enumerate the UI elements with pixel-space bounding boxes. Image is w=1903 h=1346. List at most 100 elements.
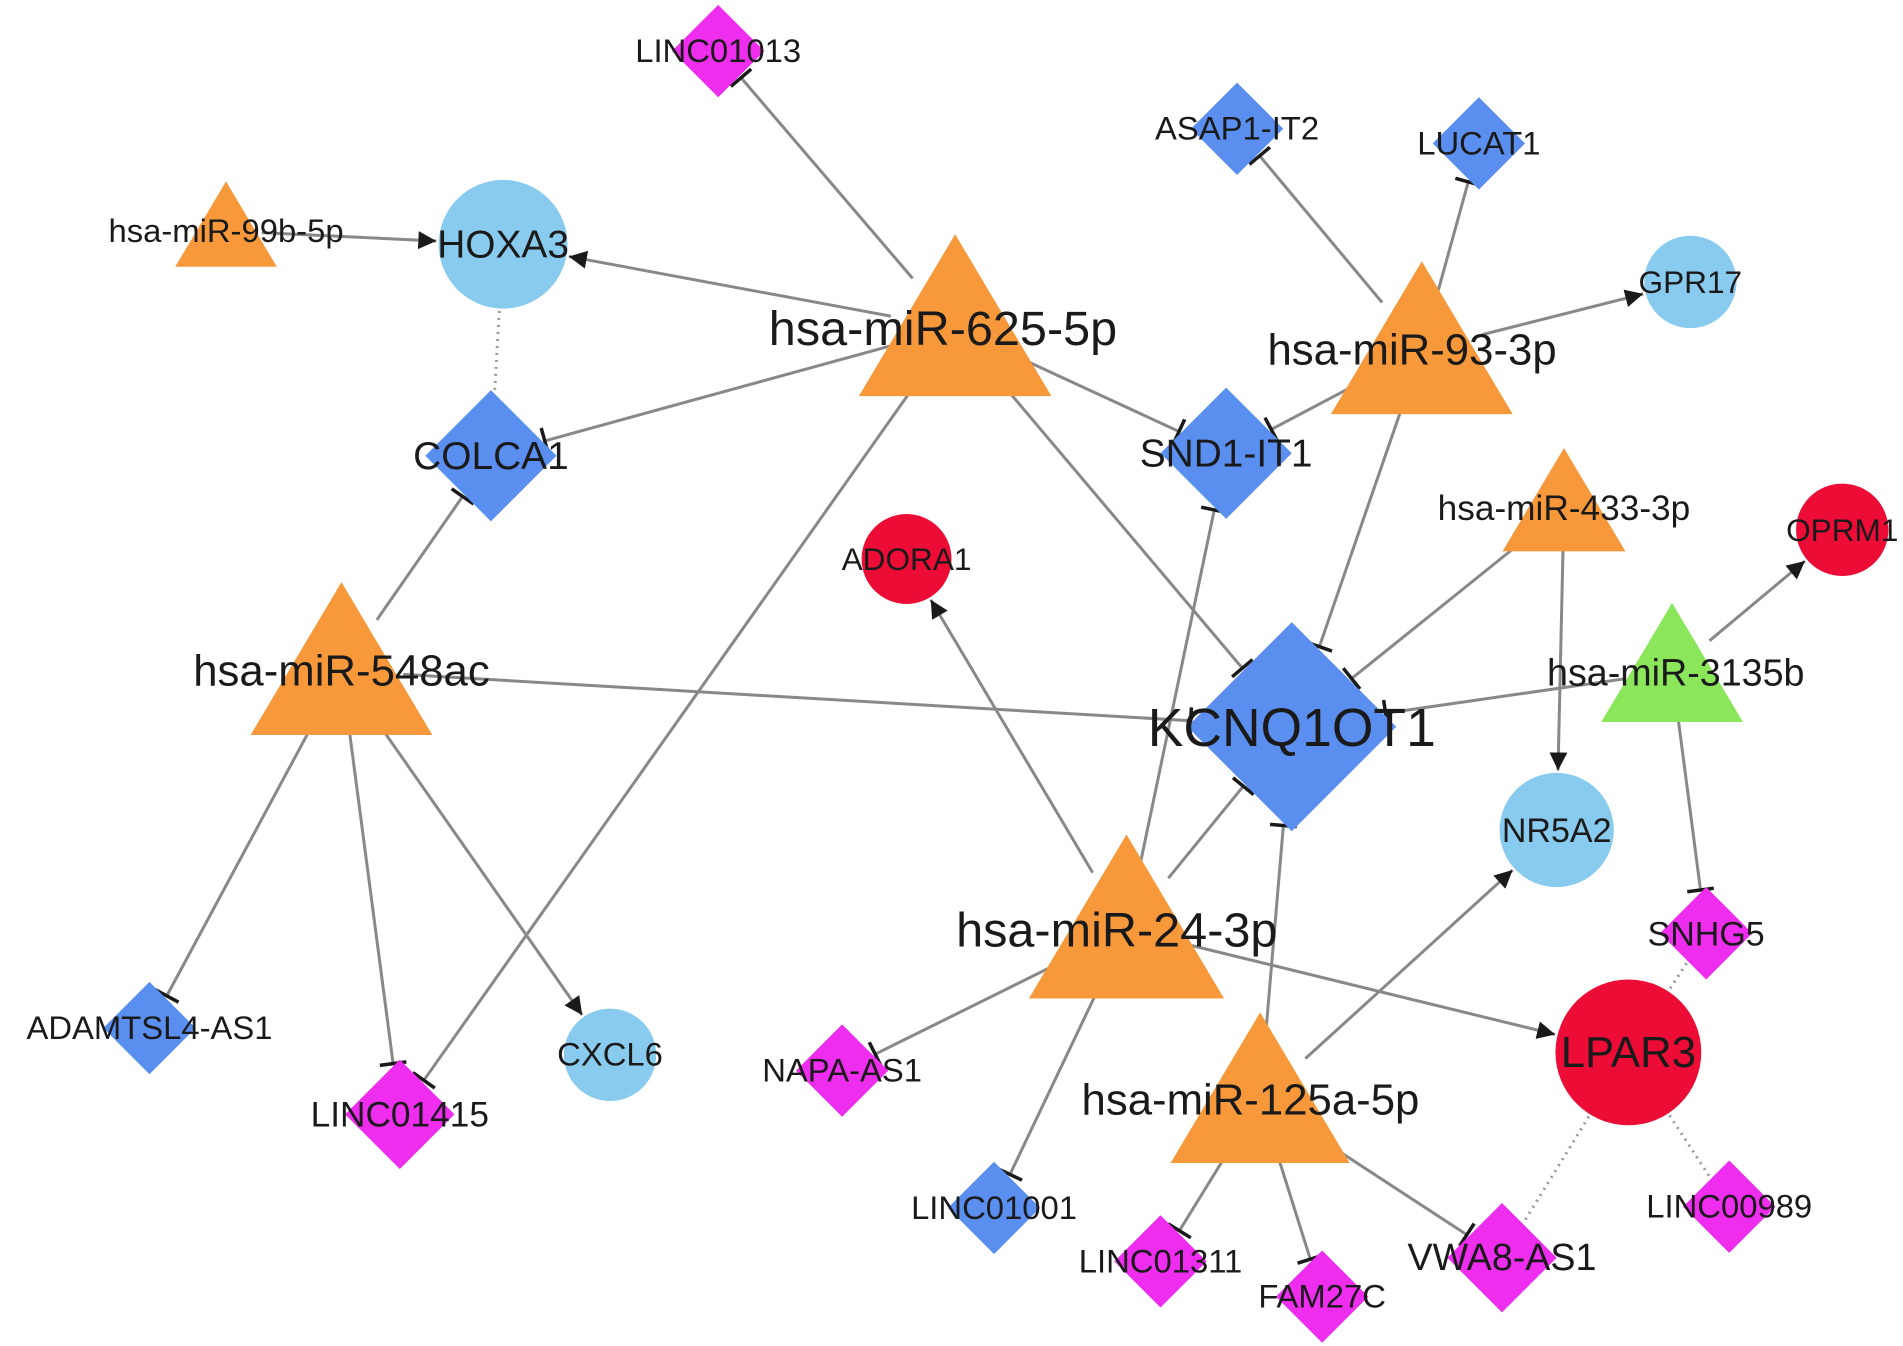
edge-hsa-mir-93-3p-to-kcnq1ot1 — [1306, 408, 1403, 653]
node-cxcl6-circle[interactable] — [563, 1008, 657, 1101]
edge-snhg5-to-lpar3 — [1668, 962, 1688, 991]
edge-hsa-mir-433-3p-to-kcnq1ot1 — [1341, 533, 1532, 691]
edge-hsa-mir-625-5p-to-colca1 — [539, 343, 893, 455]
edge-lpar3-to-vwa8-as1 — [1522, 1115, 1591, 1223]
inhibition-bar — [411, 1071, 436, 1090]
edge-lpar3-to-linc00989 — [1668, 1114, 1711, 1178]
inhibition-bar — [1167, 1222, 1192, 1240]
edge-hsa-mir-548ac-to-kcnq1ot1 — [403, 672, 1194, 735]
node-linc01311-diamond[interactable] — [1114, 1215, 1207, 1308]
edge-line — [1317, 408, 1403, 648]
edge-hsa-mir-548ac-to-linc01415 — [348, 731, 407, 1068]
edge-hsa-mir-93-3p-to-asap1-it2 — [1248, 145, 1384, 304]
node-label-linc01415: LINC01415 — [311, 1095, 489, 1134]
edge-hsa-mir-433-3p-to-nr5a2 — [1549, 550, 1568, 771]
node-linc01001-diamond[interactable] — [947, 1161, 1041, 1255]
node-label-hsa-mir-99b-5p: hsa-miR-99b-5p — [108, 212, 343, 249]
node-hsa-mir-125a-5p-triangle[interactable] — [1170, 1012, 1350, 1164]
inhibition-bar — [450, 487, 475, 506]
node-oprm1-circle[interactable] — [1796, 483, 1889, 577]
edge-line — [1167, 785, 1245, 880]
edge-line — [1668, 962, 1688, 991]
node-snd1-it1-diamond[interactable] — [1160, 387, 1292, 519]
node-label-linc00989: LINC00989 — [1646, 1188, 1812, 1225]
node-linc00989-diamond[interactable] — [1683, 1160, 1776, 1253]
inhibition-bar — [1248, 145, 1272, 166]
edge-line — [996, 377, 1244, 670]
node-label-linc01001: LINC01001 — [911, 1189, 1077, 1226]
edge-line — [422, 380, 919, 1082]
edge-hoxa3-to-colca1 — [493, 310, 501, 392]
node-snhg5-diamond[interactable] — [1659, 887, 1753, 980]
edge-hsa-mir-3135b-to-snhg5 — [1676, 720, 1714, 894]
node-label-cxcl6: CXCL6 — [557, 1036, 663, 1073]
edge-hsa-mir-93-3p-to-gpr17 — [1481, 289, 1644, 337]
node-asap1-it2-diamond[interactable] — [1190, 82, 1284, 175]
edge-line — [874, 957, 1068, 1056]
node-label-hsa-mir-625-5p: hsa-miR-625-5p — [769, 302, 1117, 356]
node-hsa-mir-3135b-triangle[interactable] — [1601, 602, 1743, 723]
node-label-hsa-mir-3135b: hsa-miR-3135b — [1547, 651, 1804, 693]
node-vwa8-as1-diamond[interactable] — [1447, 1203, 1557, 1313]
node-hsa-mir-93-3p-triangle[interactable] — [1330, 261, 1513, 415]
inhibition-bar — [1230, 658, 1254, 679]
node-lpar3-circle[interactable] — [1555, 979, 1702, 1126]
edge-hsa-mir-548ac-to-adamtsl4-as1 — [154, 724, 314, 1004]
edge-hsa-mir-125a-5p-to-fam27c — [1277, 1157, 1324, 1265]
node-label-linc01311: LINC01311 — [1079, 1242, 1243, 1279]
node-label-hsa-mir-93-3p: hsa-miR-93-3p — [1267, 326, 1556, 375]
edge-line — [739, 76, 914, 280]
edge-line — [261, 231, 437, 250]
edge-line — [1676, 720, 1702, 891]
node-kcnq1ot1-diamond[interactable] — [1187, 622, 1397, 832]
edge-hsa-mir-24-3p-to-adora1 — [929, 598, 1094, 874]
node-colca1-diamond[interactable] — [425, 390, 557, 522]
node-hsa-mir-99b-5p-triangle[interactable] — [175, 181, 277, 267]
node-nr5a2-circle[interactable] — [1499, 772, 1614, 888]
edge-line — [1668, 1114, 1711, 1178]
inhibition-bar — [1341, 667, 1362, 691]
node-lucat1-diamond[interactable] — [1432, 97, 1526, 190]
node-adamtsl4-as1-diamond[interactable] — [103, 981, 196, 1075]
node-adora1-circle[interactable] — [861, 514, 952, 604]
node-hsa-mir-548ac-triangle[interactable] — [250, 582, 433, 735]
node-label-lpar3: LPAR3 — [1561, 1028, 1696, 1077]
node-label-gpr17: GPR17 — [1639, 264, 1743, 300]
inhibition-bar — [1231, 776, 1255, 796]
node-hsa-mir-433-3p-triangle[interactable] — [1502, 447, 1626, 552]
node-label-vwa8-as1: VWA8-AS1 — [1407, 1236, 1596, 1278]
edge-line — [1350, 533, 1532, 680]
edge-line — [1263, 825, 1285, 1040]
edge-line — [1178, 1150, 1230, 1232]
edge-line — [568, 250, 892, 318]
edge-line — [1013, 354, 1180, 433]
node-label-hsa-mir-125a-5p: hsa-miR-125a-5p — [1082, 1075, 1420, 1124]
node-linc01013-diamond[interactable] — [672, 4, 765, 98]
edge-line — [1385, 677, 1625, 715]
edge-hsa-mir-625-5p-to-linc01415 — [411, 380, 919, 1090]
inhibition-bar — [729, 67, 753, 88]
edge-line — [1549, 550, 1568, 771]
edge-hsa-mir-125a-5p-to-linc01311 — [1167, 1150, 1230, 1240]
edge-line — [544, 343, 893, 443]
edge-line — [1258, 154, 1384, 304]
edge-line — [1481, 289, 1644, 337]
node-napa-as1-diamond[interactable] — [795, 1024, 889, 1117]
edge-line — [403, 672, 1191, 723]
edge-line — [1436, 181, 1470, 291]
edge-line — [375, 720, 584, 1016]
inhibition-bar — [1188, 707, 1194, 735]
node-linc01415-diamond[interactable] — [345, 1059, 455, 1170]
edge-line — [1138, 509, 1216, 866]
node-fam27c-diamond[interactable] — [1275, 1250, 1369, 1343]
node-label-hsa-mir-433-3p: hsa-miR-433-3p — [1438, 489, 1691, 528]
node-label-adamtsl4-as1: ADAMTSL4-AS1 — [26, 1009, 272, 1046]
inhibition-bar — [1687, 886, 1714, 894]
nodes-layer — [103, 4, 1889, 1343]
edge-line — [929, 598, 1094, 874]
node-gpr17-circle[interactable] — [1644, 235, 1737, 329]
node-hsa-mir-625-5p-triangle[interactable] — [858, 234, 1052, 397]
node-hsa-mir-24-3p-triangle[interactable] — [1028, 834, 1225, 999]
node-hoxa3-circle[interactable] — [438, 179, 568, 309]
